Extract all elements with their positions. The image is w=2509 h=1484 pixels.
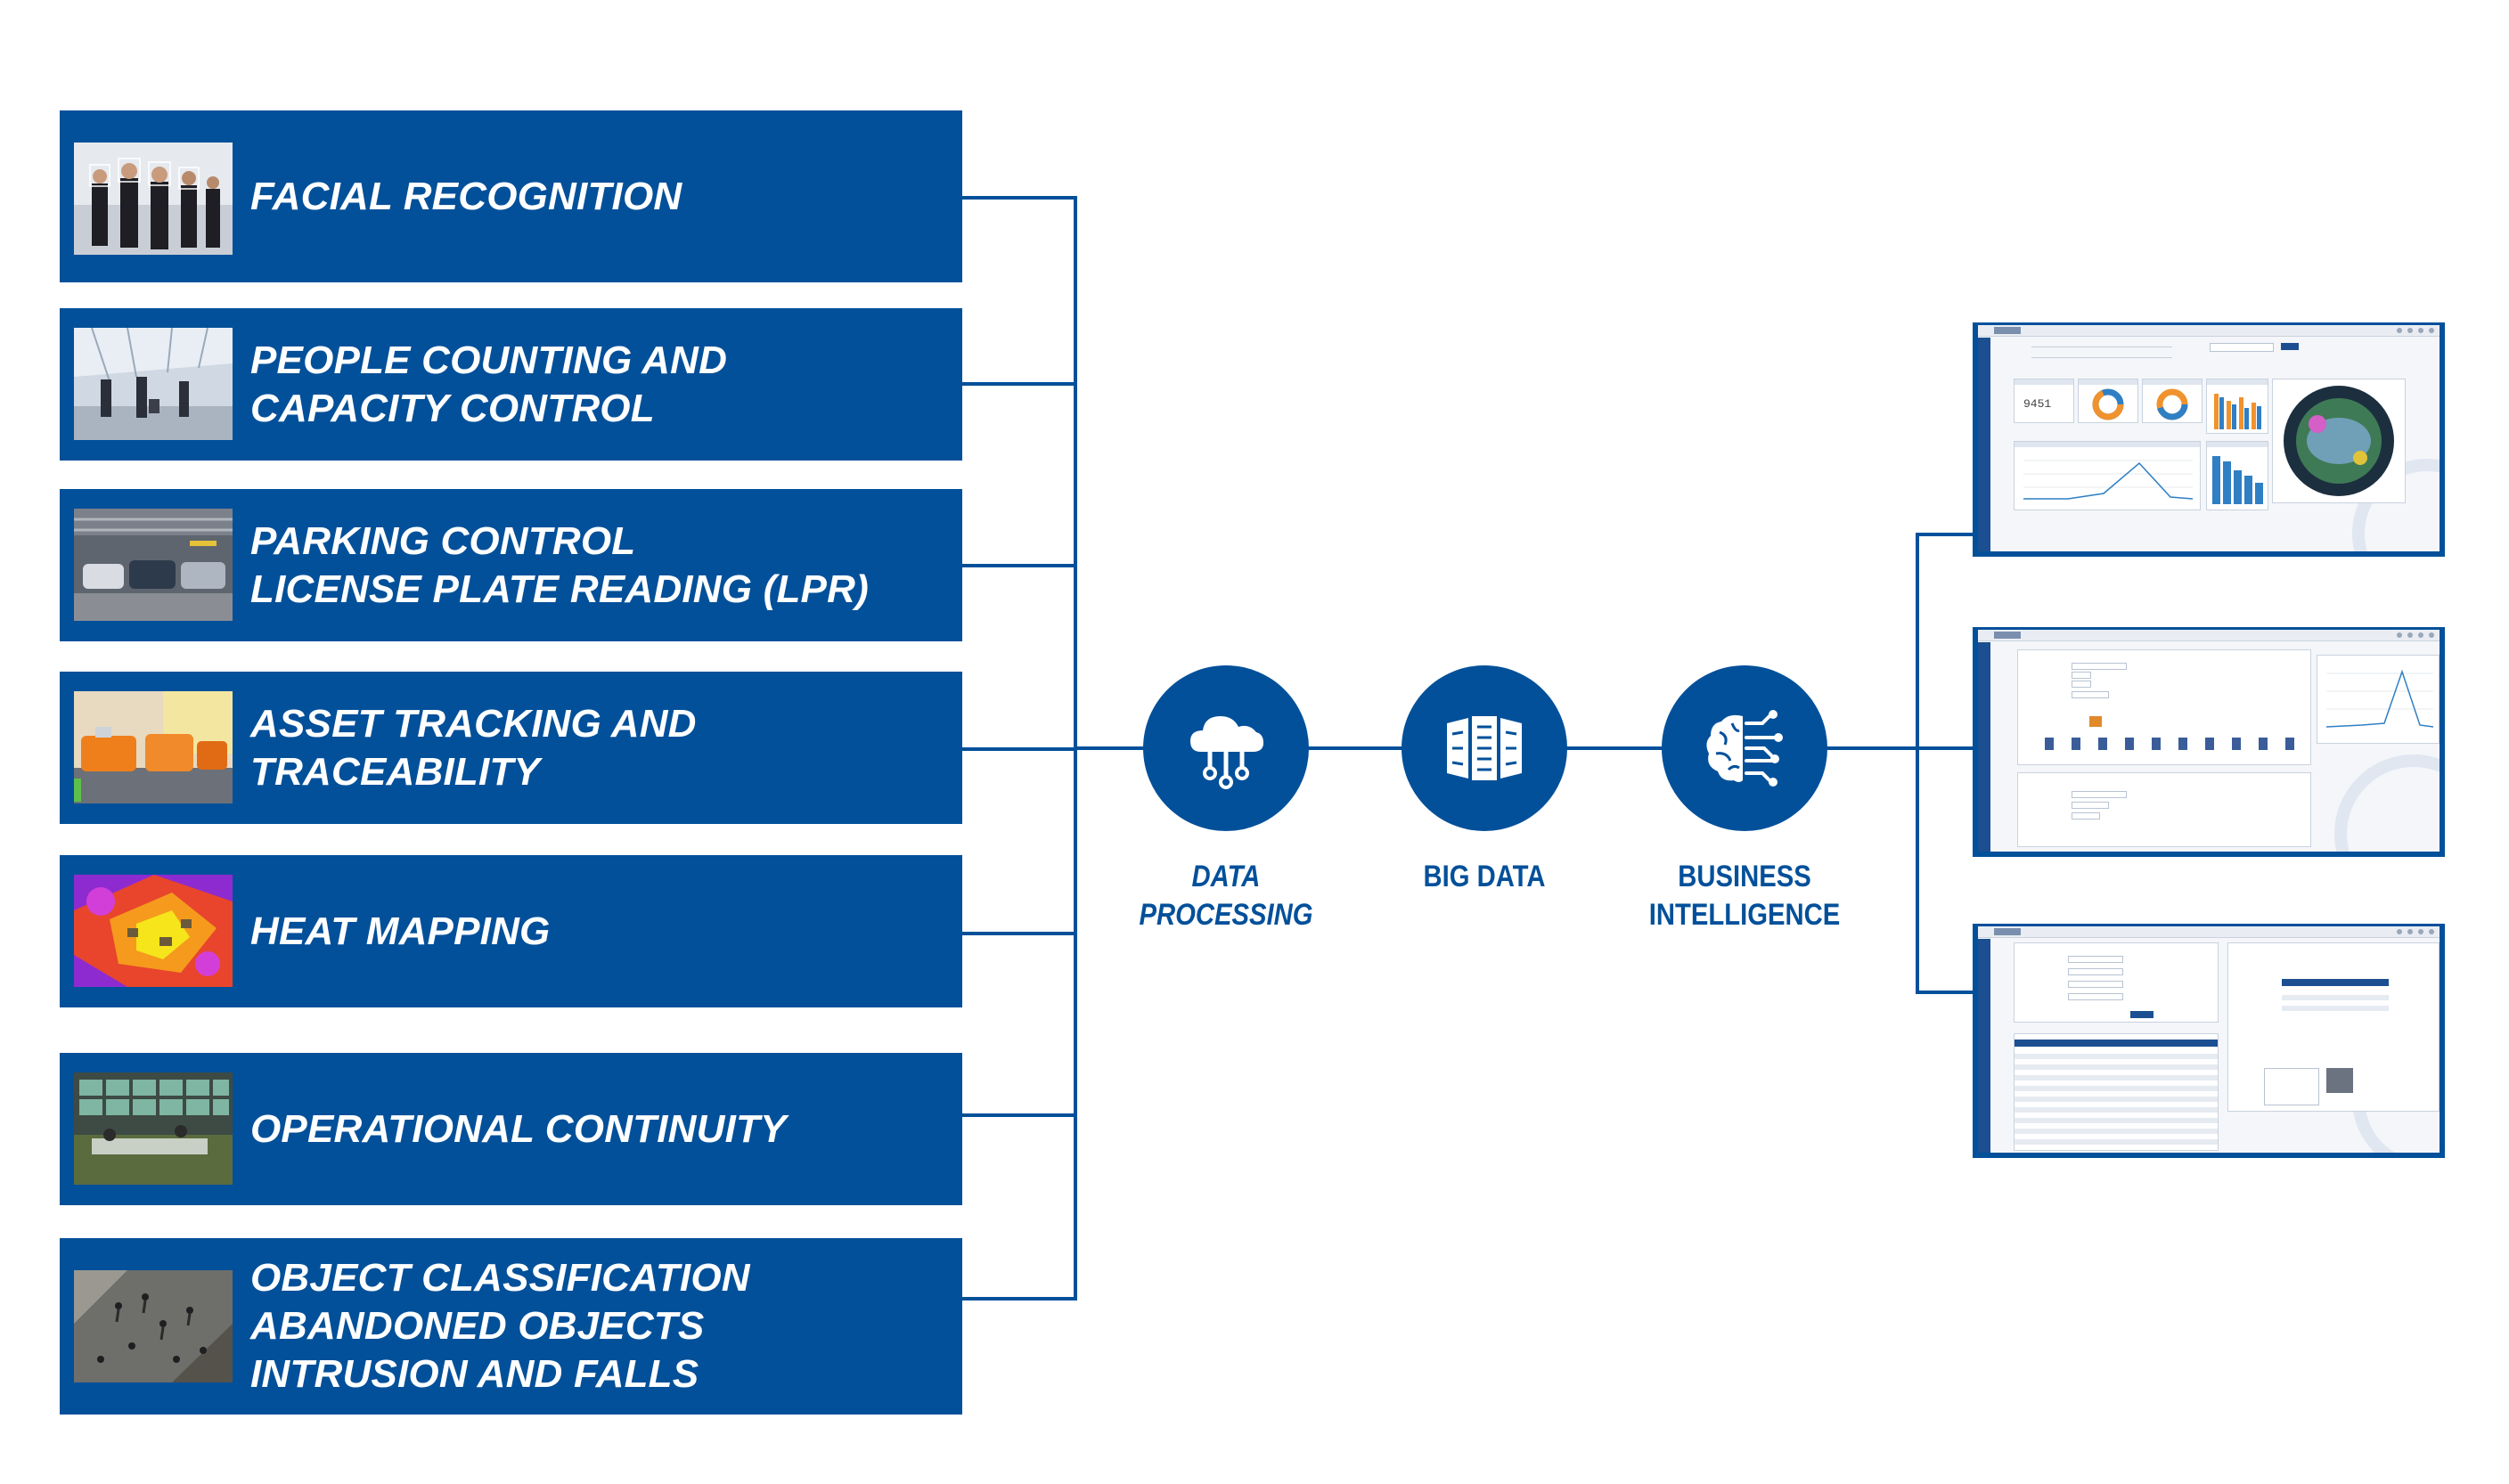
screen-sidebar: [1978, 338, 1990, 551]
feature-box-operational: OPERATIONAL CONTINUITY: [60, 1053, 962, 1205]
feature-label-operational: OPERATIONAL CONTINUITY: [250, 1106, 787, 1151]
connector-parking: [962, 564, 1076, 567]
kpi-panel: 9451: [2014, 379, 2074, 423]
dashboard-screenshot: 9451: [1973, 322, 2445, 557]
donut-panel-2: [2142, 379, 2203, 423]
output-bracket: [1916, 533, 1919, 994]
brain-circuit-icon: [1706, 710, 1783, 787]
feature-box-heat: HEAT MAPPING: [60, 855, 962, 1007]
feature-label-parking: PARKING CONTROL LICENSE PLATE READING (L…: [250, 518, 869, 611]
feature-label-heat: HEAT MAPPING: [250, 909, 551, 953]
cloud-network-icon: [1190, 716, 1263, 789]
stage-big-data: [1402, 665, 1567, 831]
feature-label-object: OBJECT CLASSIFICATION ABANDONED OBJECTS …: [250, 1256, 750, 1396]
form-panel-2: [2017, 772, 2311, 847]
airport-corridor-thumbnail: [74, 328, 233, 440]
luggage-conveyor-thumbnail: [74, 691, 233, 803]
feature-label-facial: FACIAL RECOGNITION: [250, 174, 682, 218]
search-panel: [2014, 942, 2219, 1023]
screen-topbar: [1978, 630, 2440, 641]
feature-box-object: OBJECT CLASSIFICATION ABANDONED OBJECTS …: [60, 1238, 962, 1415]
feature-label-asset: ASSET TRACKING AND TRACEABILITY: [250, 701, 697, 794]
crowd-of-people-thumbnail: [74, 143, 233, 255]
line-chart-panel: [2014, 441, 2201, 510]
screen-topbar: [1978, 325, 2440, 337]
bar-panel-2: [2206, 441, 2268, 510]
screen-sidebar: [1978, 939, 1990, 1153]
aerial-pedestrians-thumbnail: [74, 1270, 233, 1382]
output-connector-report: [1916, 746, 1974, 750]
screen-sidebar: [1978, 642, 1990, 852]
app-logo: [1994, 928, 2021, 935]
output-connector-records: [1916, 991, 1974, 994]
app-logo: [1994, 327, 2021, 334]
stage-business-intelligence: [1662, 665, 1827, 831]
feature-box-parking: PARKING CONTROL LICENSE PLATE READING (L…: [60, 489, 962, 641]
donut-panel-1: [2078, 379, 2138, 423]
details-panel: [2227, 942, 2440, 1112]
form-panel: [2017, 649, 2311, 765]
bar-panel-1: [2206, 379, 2268, 434]
app-logo: [1994, 632, 2021, 639]
records-table: [2014, 1033, 2219, 1151]
screen-topbar: [1978, 926, 2440, 938]
connector-heat: [962, 932, 1076, 935]
parking-garage-thumbnail: [74, 509, 233, 621]
heat-map-thumbnail: [74, 875, 233, 987]
stage-label-business-intelligence: BUSINESS INTELLIGENCE: [1648, 860, 1841, 932]
connector-object: [962, 1297, 1076, 1301]
feature-label-people: PEOPLE COUNTING AND CAPACITY CONTROL: [250, 338, 728, 430]
output-connector-dashboard: [1916, 533, 1974, 536]
server-racks-icon: [1447, 716, 1522, 780]
stage-data-processing: [1143, 665, 1309, 831]
feature-box-asset: ASSET TRACKING AND TRACEABILITY: [60, 672, 962, 824]
control-room-thumbnail: [74, 1072, 233, 1185]
connector-facial: [962, 196, 1076, 200]
kpi-value: 9451: [2023, 397, 2052, 411]
camera-view-panel: [2272, 379, 2406, 503]
connector-asset: [962, 747, 1076, 751]
feature-box-facial: FACIAL RECOGNITION: [60, 110, 962, 282]
line-chart-panel: [2317, 655, 2440, 744]
connector-people: [962, 382, 1076, 386]
records-table-screenshot: [1973, 924, 2445, 1158]
stage-label-data-processing: DATA PROCESSING: [1139, 860, 1313, 932]
report-form-screenshot: [1973, 627, 2445, 857]
stage-label-big-data: BIG DATA: [1423, 860, 1546, 893]
connector-operational: [962, 1113, 1076, 1117]
feature-box-people: PEOPLE COUNTING AND CAPACITY CONTROL: [60, 308, 962, 461]
